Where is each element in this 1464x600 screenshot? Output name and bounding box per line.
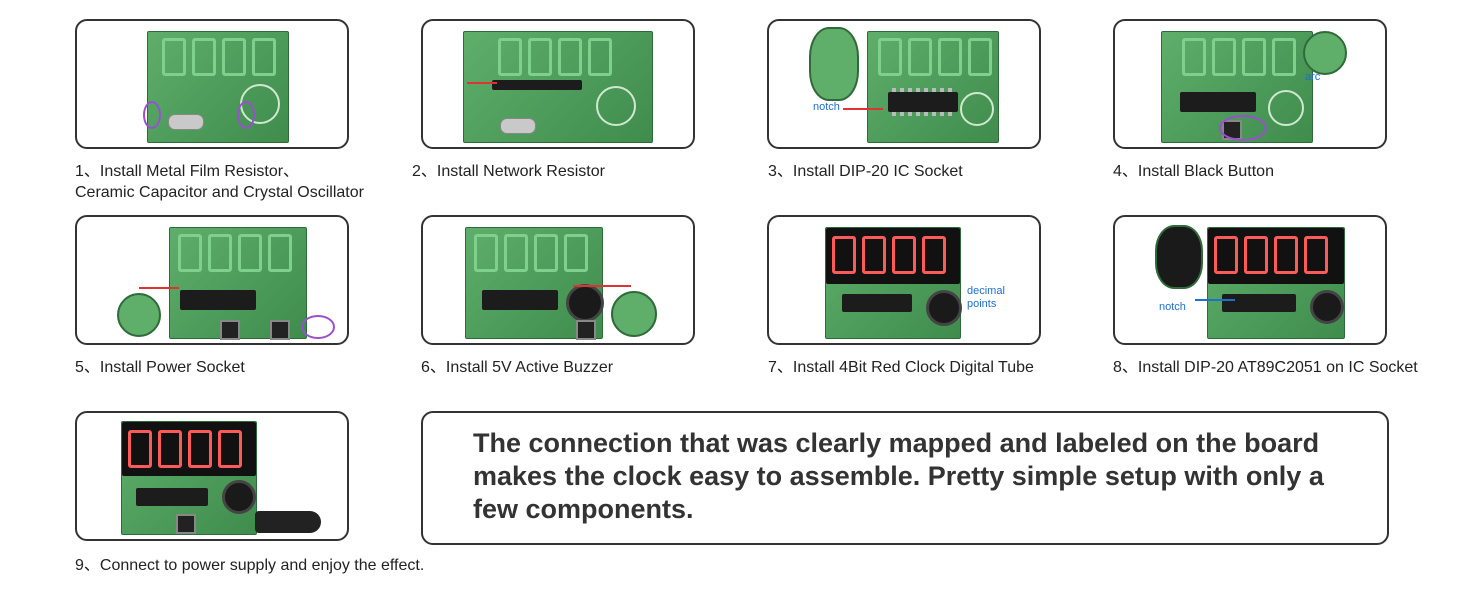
step-3-caption: 3、Install DIP-20 IC Socket	[768, 163, 963, 180]
quote-text: The connection that was clearly mapped a…	[473, 428, 1324, 524]
step-1-caption: 1、Install Metal Film Resistor、Ceramic Ca…	[75, 163, 364, 201]
step-3-image: notch	[767, 19, 1041, 149]
step-9-image	[75, 411, 349, 541]
step-9-caption: 9、Connect to power supply and enjoy the …	[75, 557, 425, 574]
step-5-image	[75, 215, 349, 345]
quote-box: The connection that was clearly mapped a…	[421, 411, 1389, 545]
step-6-image	[421, 215, 695, 345]
step-2-image	[421, 19, 695, 149]
step-7-caption: 7、Install 4Bit Red Clock Digital Tube	[768, 359, 1034, 376]
step-8-caption: 8、Install DIP-20 AT89C2051 on IC Socket	[1113, 359, 1418, 376]
step-2-caption: 2、Install Network Resistor	[412, 163, 605, 180]
step-5-caption: 5、Install Power Socket	[75, 359, 245, 376]
step-6-caption: 6、Install 5V Active Buzzer	[421, 359, 614, 376]
step-1-image	[75, 19, 349, 149]
notch-label-2: notch	[1159, 301, 1186, 313]
step-4-caption: 4、Install Black Button	[1113, 163, 1274, 180]
step-8-image: notch	[1113, 215, 1387, 345]
notch-label: notch	[813, 101, 840, 113]
arc-label: arc	[1305, 71, 1321, 83]
step-4-image: arc	[1113, 19, 1387, 149]
